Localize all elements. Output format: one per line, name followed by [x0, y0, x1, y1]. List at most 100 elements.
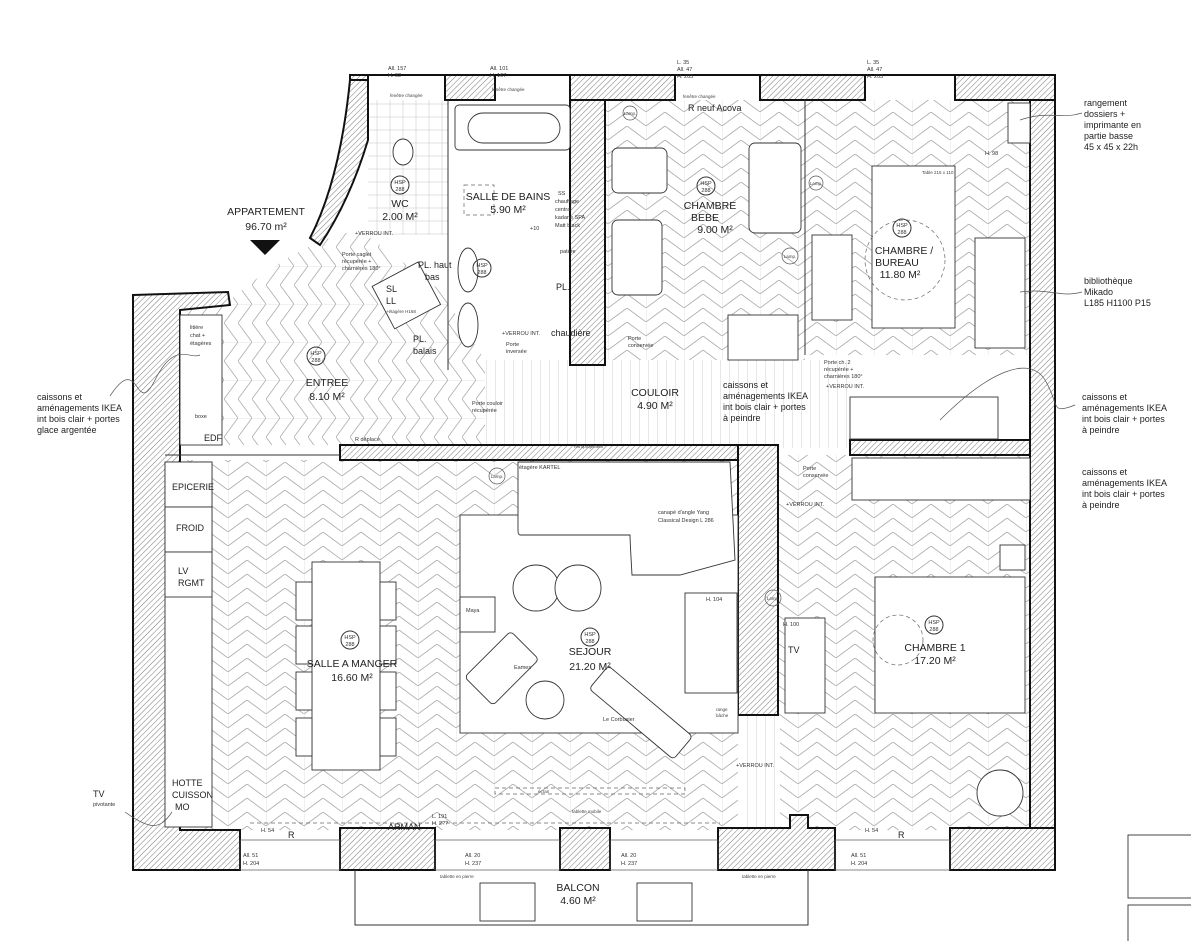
plan-label: 288: [345, 642, 354, 648]
plan-label: R: [288, 830, 295, 840]
plan-label: H. 98: [985, 151, 998, 157]
plan-label: 288: [701, 188, 710, 194]
plan-label: 288: [311, 358, 320, 364]
room-wc: WC: [391, 198, 409, 210]
plan-label: Eames: [514, 665, 531, 671]
plan-label: +10: [530, 226, 539, 232]
plan-label: fenêtre changée: [390, 93, 423, 98]
plan-label: rangement: [1084, 98, 1128, 108]
plan-label: aménagements IKEA: [723, 391, 808, 401]
plan-label: All. 20: [465, 853, 480, 859]
plan-label: tablette en pierre: [742, 874, 776, 879]
plan-label: PL.: [413, 334, 427, 344]
plan-label: L. 35: [867, 60, 879, 66]
plan-label: H. 2??: [432, 821, 448, 827]
plan-label: range: [716, 707, 728, 712]
plan-label: glace argentée: [37, 425, 97, 435]
plan-label: HOTTE: [172, 778, 203, 788]
plan-label: 11.80 M²: [880, 269, 921, 281]
plan-label: conservée: [628, 343, 653, 349]
plan-label: R: [898, 830, 905, 840]
plan-label: Porte couloir: [472, 401, 503, 407]
plan-label: Lamp.: [784, 254, 797, 259]
annotations: +VERROU INT. SS chauffage central kadane…: [172, 103, 998, 840]
plan-label: Porte: [628, 336, 641, 342]
plan-label: MO: [175, 802, 190, 812]
plan-label: H. 54: [865, 828, 878, 834]
plan-label: 45 x 45 x 22h: [1084, 142, 1138, 152]
room-balcon: BALCON: [556, 882, 599, 894]
plan-label: +VERROU INT.: [786, 502, 825, 508]
plan-label: H. 203: [867, 74, 883, 80]
plan-label: à peindre: [723, 413, 761, 423]
plan-label: RGMT: [178, 578, 205, 588]
plan-label: 8.10 M²: [309, 391, 345, 403]
plan-label: Mikado: [1084, 287, 1113, 297]
plan-label: 17.20 M²: [914, 655, 956, 667]
plan-label: int bois clair + portes: [1082, 414, 1165, 424]
plan-label: boxe: [195, 414, 207, 420]
plan-label: canapé d'angle Yang: [658, 510, 709, 516]
room-chambre-bureau: CHAMBRE /: [875, 245, 933, 257]
plan-label: EPICERIE: [172, 482, 214, 492]
plan-label: récupérée: [472, 408, 497, 414]
plan-label: kadane SPA: [555, 215, 586, 221]
plan-label: int bois clair + portes: [1082, 489, 1165, 499]
plan-label: H. 100: [783, 622, 799, 628]
plan-label: inversée: [506, 349, 527, 355]
plan-label: Lamp.: [810, 181, 823, 186]
plan-label: caissons et: [37, 392, 83, 402]
plan-label: Porte: [506, 342, 519, 348]
plan-label: BEBE: [691, 212, 719, 224]
plan-label: caissons et: [1082, 467, 1128, 477]
plan-label: bibliothèque: [1084, 276, 1133, 286]
plan-label: TV: [788, 645, 800, 655]
room-chambre-bebe: CHAMBRE: [684, 200, 737, 212]
plan-label: aménagements IKEA: [37, 403, 122, 413]
plan-label: conservée: [803, 473, 828, 479]
plan-label: 2.00 M²: [382, 211, 418, 223]
plan-label: SL: [386, 284, 397, 294]
plan-label: +VERROU INT.: [502, 331, 541, 337]
plan-label: R déplacé: [355, 437, 380, 443]
plan-label: H. 104: [706, 597, 722, 603]
plan-label: fenêtre changée: [492, 87, 525, 92]
plan-label: H. 92: [388, 73, 401, 79]
room-entree: ENTREE: [306, 377, 349, 389]
plan-label: HSP: [476, 263, 488, 269]
plan-label: dossiers +: [1084, 109, 1125, 119]
plan-label: Table 215 x 110: [922, 170, 954, 175]
plan-label: pivotante: [93, 802, 115, 808]
plan-label: 288: [897, 230, 906, 236]
plan-label: Porte: [803, 466, 816, 472]
plan-label: central: [555, 207, 572, 213]
plan-label: 5.90 M²: [490, 204, 526, 216]
plan-label: fenêtre changée: [683, 94, 716, 99]
plan-label: EDF: [204, 433, 223, 443]
plan-label: Porte ch. 2: [824, 360, 851, 366]
plan-label: 4.60 M²: [560, 895, 596, 907]
plan-label: Matt black: [555, 223, 580, 229]
plan-label: Lamp.: [624, 111, 637, 116]
plan-label: HSP: [394, 180, 406, 186]
plan-label: HSP: [896, 223, 908, 229]
plan-label: HSP: [310, 351, 322, 357]
plan-label: +VERROU INT.: [826, 384, 865, 390]
plan-label: Porte caglet: [342, 252, 372, 258]
plan-label: All. 47: [677, 67, 692, 73]
plan-label: L185 H1100 P15: [1084, 298, 1151, 308]
plan-label: rétroprojecteur: [574, 444, 604, 449]
plan-label: TV: [93, 789, 105, 799]
plan-label: All. 51: [851, 853, 866, 859]
plan-label: chat +: [190, 333, 205, 339]
apartment-title: APPARTEMENT: [227, 206, 305, 218]
room-couloir: COULOIR: [631, 387, 679, 399]
plan-label: All. 47: [867, 67, 882, 73]
